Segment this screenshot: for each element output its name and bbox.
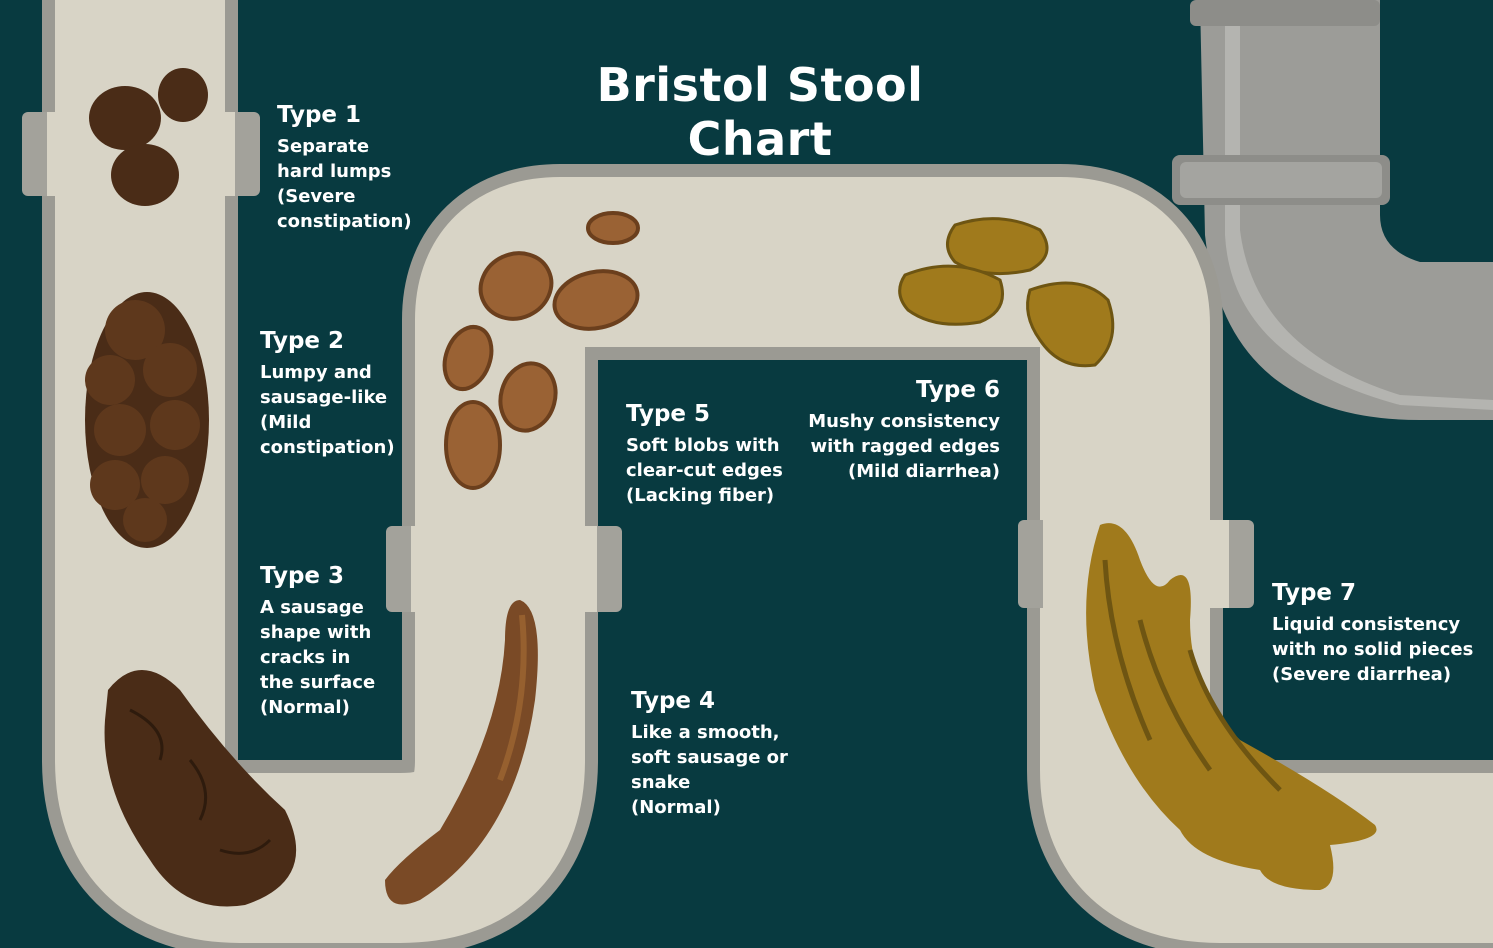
type-2-label: Type 2 Lumpy and sausage-like (Mild cons… — [260, 326, 395, 460]
type-6-description: Mushy consistency with ragged edges (Mil… — [808, 411, 1000, 482]
type-5-stool — [442, 211, 640, 490]
type-3-label: Type 3 A sausage shape with cracks in th… — [260, 561, 375, 720]
type-1-title: Type 1 — [277, 102, 362, 128]
type-7-label: Type 7 Liquid consistency with no solid … — [1272, 578, 1473, 687]
type-6-label: Type 6 Mushy consistency with ragged edg… — [800, 375, 1000, 484]
type-3-stool — [104, 670, 297, 907]
type-1-label: Type 1 Separate hard lumps (Severe const… — [277, 100, 412, 234]
type-3-description: A sausage shape with cracks in the surfa… — [260, 597, 376, 718]
type-7-title: Type 7 — [1272, 580, 1357, 606]
type-1-description: Separate hard lumps (Severe constipation… — [277, 136, 412, 232]
metal-drain-pipe — [1172, 0, 1493, 420]
type-4-description: Like a smooth, soft sausage or snake (No… — [631, 722, 788, 818]
type-5-description: Soft blobs with clear-cut edges (Lacking… — [626, 435, 783, 506]
type-7-description: Liquid consistency with no solid pieces … — [1272, 614, 1474, 685]
type-2-description: Lumpy and sausage-like (Mild constipatio… — [260, 362, 395, 458]
type-5-label: Type 5 Soft blobs with clear-cut edges (… — [626, 399, 783, 508]
type-1-stool — [89, 68, 208, 206]
type-4-label: Type 4 Like a smooth, soft sausage or sn… — [631, 686, 788, 820]
type-6-stool — [898, 217, 1115, 368]
chart-title: Bristol Stool Chart — [596, 58, 924, 166]
type-2-stool — [85, 292, 209, 548]
type-5-title: Type 5 — [626, 401, 711, 427]
type-3-title: Type 3 — [260, 563, 345, 589]
type-6-title: Type 6 — [915, 377, 1000, 403]
type-7-stool — [1086, 523, 1377, 890]
type-4-stool — [385, 600, 538, 905]
type-4-title: Type 4 — [631, 688, 716, 714]
type-2-title: Type 2 — [260, 328, 345, 354]
